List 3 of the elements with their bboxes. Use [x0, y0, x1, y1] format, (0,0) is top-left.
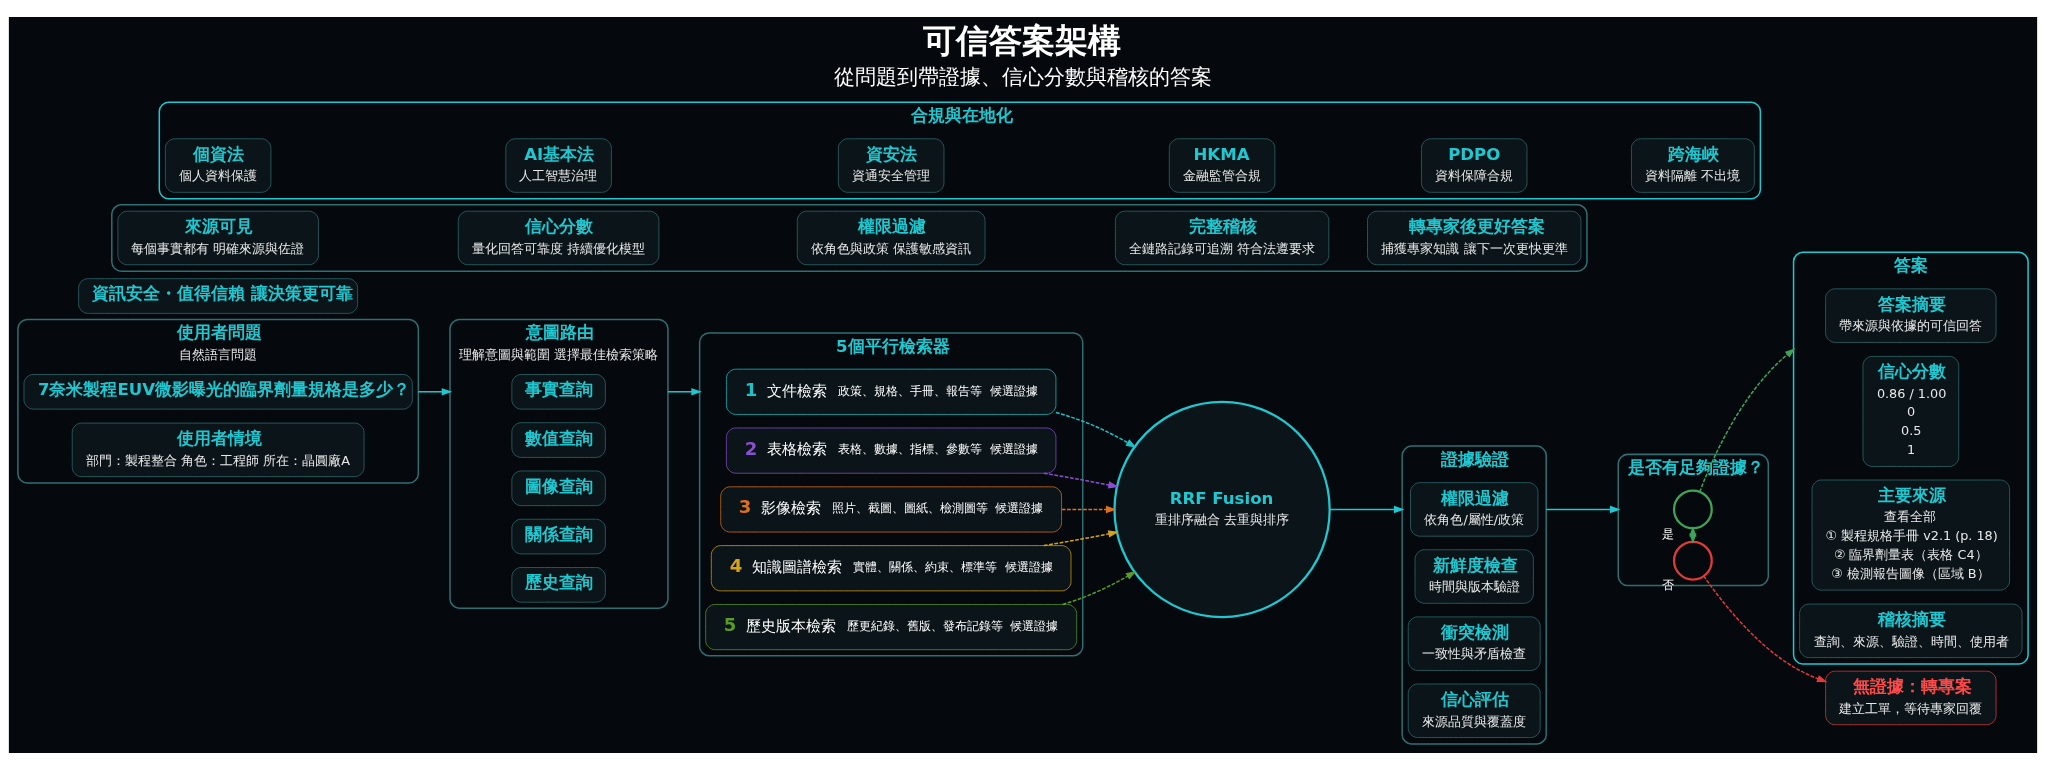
diagram-title: 可信答案架構 [922, 20, 1121, 60]
node-label: 是 [1662, 526, 1675, 541]
caption: 從問題到帶證據、信心分數與稽核的答案 [834, 63, 1213, 89]
